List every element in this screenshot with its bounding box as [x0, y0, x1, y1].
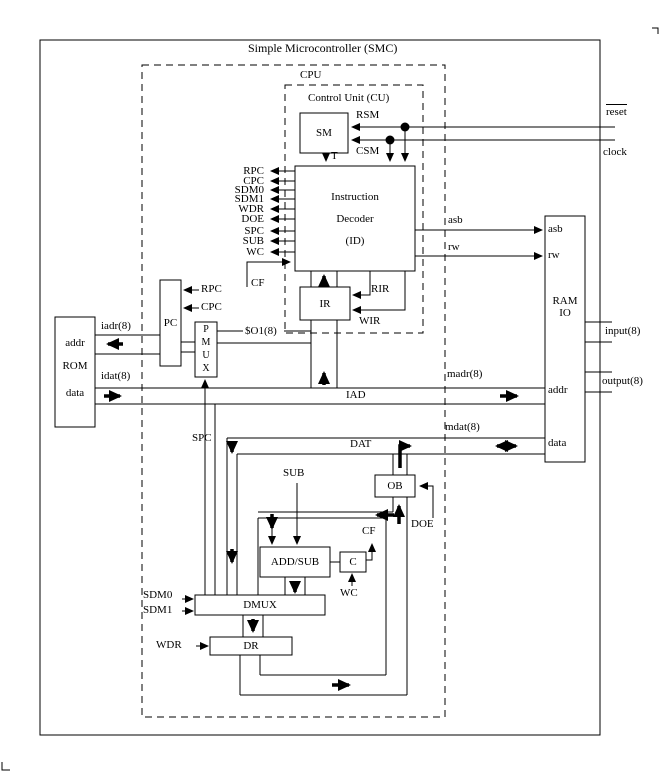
sdm0-signal: SDM0 [143, 589, 173, 601]
dmux-label: DMUX [243, 599, 277, 611]
wc-signal: WC [340, 587, 358, 599]
id-output-sdm0: SDM0 [234, 184, 264, 196]
rom-addr-port: addr [65, 337, 85, 349]
rom-block [54, 316, 96, 428]
id-output-rpc: RPC [243, 165, 264, 177]
id-output-wc: WC [246, 246, 264, 258]
id-output-doe: DOE [241, 213, 264, 225]
flow-arrows [104, 274, 519, 691]
csm-junction-dot [385, 135, 395, 145]
ob-block [374, 474, 416, 498]
asb-signal: asb [448, 214, 463, 226]
clock-pin: clock [603, 146, 627, 158]
pmux-letter-x: X [202, 363, 210, 374]
diagram-title: Simple Microcontroller (SMC) [248, 41, 398, 55]
dr-block [209, 636, 293, 656]
id-label-line1: Instruction [331, 190, 379, 203]
cf-into-id-signal: CF [251, 277, 265, 289]
pmux-letter-p: P [203, 324, 209, 335]
c-label: C [349, 556, 357, 568]
cf-flag-signal: CF [362, 525, 376, 537]
ramio-block [544, 215, 586, 463]
doe-signal: DOE [411, 518, 434, 530]
sm-block [299, 112, 349, 154]
ramio-rw-port: rw [548, 249, 560, 261]
rom-label: ROM [62, 360, 88, 372]
rom-data-port: data [65, 387, 85, 399]
spc-select-signal: SPC [192, 432, 212, 444]
wir-signal: WIR [359, 315, 381, 327]
pmux-label: P M U X [195, 322, 217, 377]
ob-label: OB [387, 480, 403, 492]
ramio-addr-port: addr [548, 384, 568, 396]
blocks [54, 112, 586, 656]
dr-label: DR [243, 640, 259, 652]
id-label-line3: (ID) [345, 234, 365, 247]
id-output-wdr: WDR [238, 203, 264, 215]
ramio-asb-port: asb [548, 223, 563, 235]
so1-bus-label: $O1(8) [245, 325, 277, 337]
csm-signal: CSM [356, 145, 380, 157]
corner-marks [1, 27, 659, 771]
id-output-cpc: CPC [243, 175, 264, 187]
input-pin: input(8) [605, 325, 641, 337]
sdm1-signal: SDM1 [143, 604, 173, 616]
smc-boundary [39, 39, 601, 736]
madr-bus-label: madr(8) [447, 368, 483, 380]
dmux-block [194, 594, 326, 616]
t-signal: T [331, 150, 338, 162]
cpu-label: CPU [300, 69, 322, 81]
reset-pin: reset [606, 104, 627, 118]
addsub-block [259, 546, 331, 578]
ramio-label-io: IO [559, 307, 571, 319]
cpc-into-pc-signal: CPC [201, 301, 222, 313]
ramio-data-port: data [548, 437, 567, 449]
rsm-signal: RSM [356, 109, 380, 121]
id-label: Instruction Decoder (ID) [295, 166, 415, 271]
rpc-into-pc-signal: RPC [201, 283, 222, 295]
ir-label: IR [319, 297, 331, 310]
ir-block [299, 286, 351, 321]
output-pin: output(8) [602, 375, 643, 387]
dat-bus-label: DAT [350, 438, 372, 450]
sub-signal: SUB [283, 467, 305, 479]
cpu-boundary [141, 64, 446, 718]
id-label-line2: Decoder [336, 212, 374, 225]
wdr-signal: WDR [156, 639, 182, 651]
rsm-junction-dot [400, 122, 410, 132]
rir-signal: RIR [371, 283, 390, 295]
id-output-sdm1: SDM1 [234, 193, 264, 205]
c-block [339, 551, 367, 573]
pmux-letter-u: U [202, 350, 210, 361]
idat-bus-label: idat(8) [101, 370, 131, 382]
id-output-sub: SUB [242, 235, 264, 247]
pmux-letter-m: M [201, 337, 211, 348]
pc-label: PC [163, 317, 178, 329]
addsub-label: ADD/SUB [270, 556, 320, 568]
iad-bus-label: IAD [346, 389, 366, 401]
id-block [294, 165, 416, 272]
id-output-spc: SPC [244, 225, 264, 237]
pmux-block [194, 321, 218, 378]
cu-label: Control Unit (CU) [308, 92, 390, 104]
iadr-bus-label: iadr(8) [101, 320, 131, 332]
mdat-bus-label: mdat(8) [445, 421, 480, 433]
ramio-label-ram: RAM [552, 295, 578, 307]
sm-label: SM [316, 127, 332, 139]
pc-block [159, 279, 182, 367]
wires [95, 123, 615, 696]
rw-signal: rw [448, 241, 460, 253]
